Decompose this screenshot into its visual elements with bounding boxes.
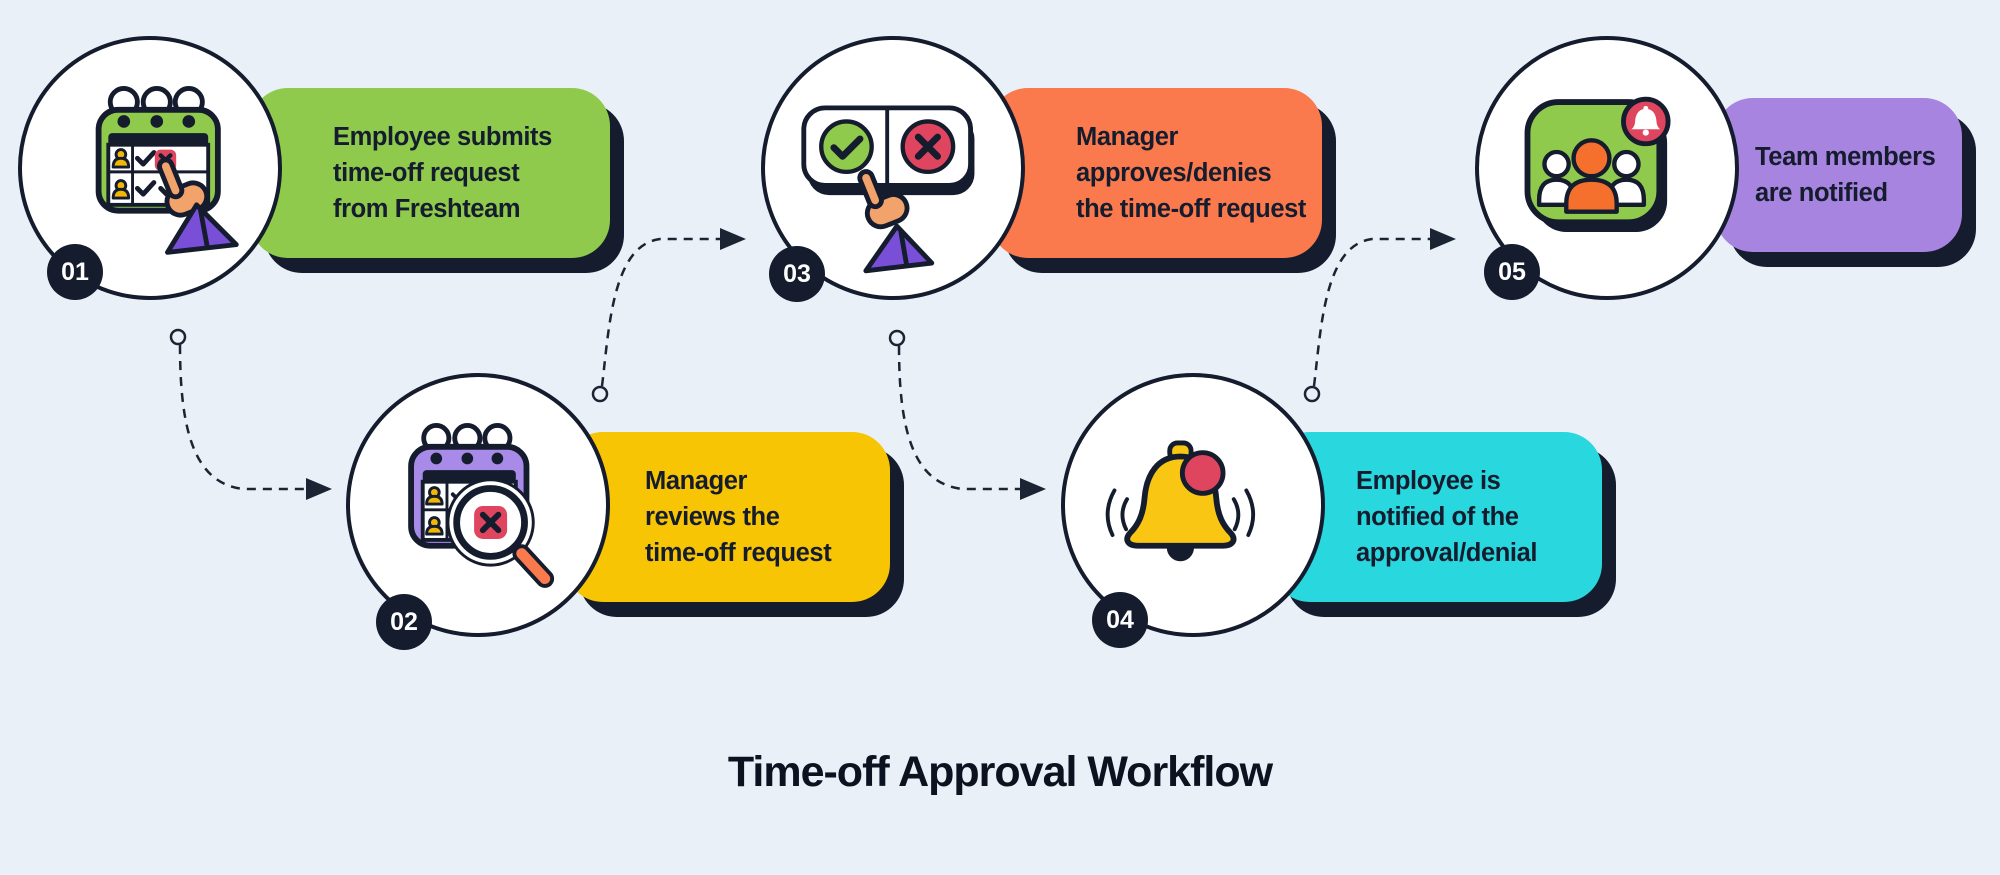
step-2-label: Manager reviews the time-off request bbox=[645, 467, 832, 567]
step-4-icon-circle bbox=[1061, 373, 1325, 637]
step-5-label: Team members are notified bbox=[1755, 143, 1936, 207]
step-1-label: Employee submits time-off request from F… bbox=[333, 123, 552, 223]
step-4-label-card: Employee is notified of the approval/den… bbox=[1272, 432, 1602, 602]
step-5-label-card: Team members are notified bbox=[1715, 98, 1962, 252]
step-3-number-badge: 03 bbox=[769, 246, 825, 302]
step-1-label-card: Employee submits time-off request from F… bbox=[250, 88, 610, 258]
step-3-label-card: Manager approves/denies the time-off req… bbox=[990, 88, 1322, 258]
connector-3-start-dot bbox=[888, 329, 906, 347]
diagram-title: Time-off Approval Workflow bbox=[727, 748, 1273, 796]
step-4-label: Employee is notified of the approval/den… bbox=[1356, 467, 1538, 567]
connector-3-line bbox=[897, 345, 1020, 491]
bell-notification-icon bbox=[1105, 440, 1256, 562]
connector-3-arrow-icon bbox=[1020, 478, 1046, 500]
connector-2-line bbox=[600, 237, 720, 387]
step-1-number-badge: 01 bbox=[47, 244, 103, 300]
connector-1-arrow-icon bbox=[306, 478, 332, 500]
calendar-review-icon bbox=[408, 423, 555, 588]
step-2-icon-circle bbox=[346, 373, 610, 637]
step-4-number-badge: 04 bbox=[1092, 592, 1148, 648]
step-5-number-badge: 05 bbox=[1484, 244, 1540, 300]
step-3-label: Manager approves/denies the time-off req… bbox=[1076, 123, 1307, 223]
team-notified-icon bbox=[1524, 96, 1671, 232]
connector-2-arrow-icon bbox=[720, 228, 746, 250]
connector-1-line bbox=[178, 344, 306, 491]
connector-4-line bbox=[1312, 237, 1430, 387]
calendar-submit-icon bbox=[95, 86, 239, 255]
step-2-number-badge: 02 bbox=[376, 594, 432, 650]
approve-deny-icon bbox=[801, 105, 975, 274]
step-2-label-card: Manager reviews the time-off request bbox=[565, 432, 890, 602]
connector-4-arrow-icon bbox=[1430, 228, 1456, 250]
connector-1-start-dot bbox=[169, 328, 187, 346]
